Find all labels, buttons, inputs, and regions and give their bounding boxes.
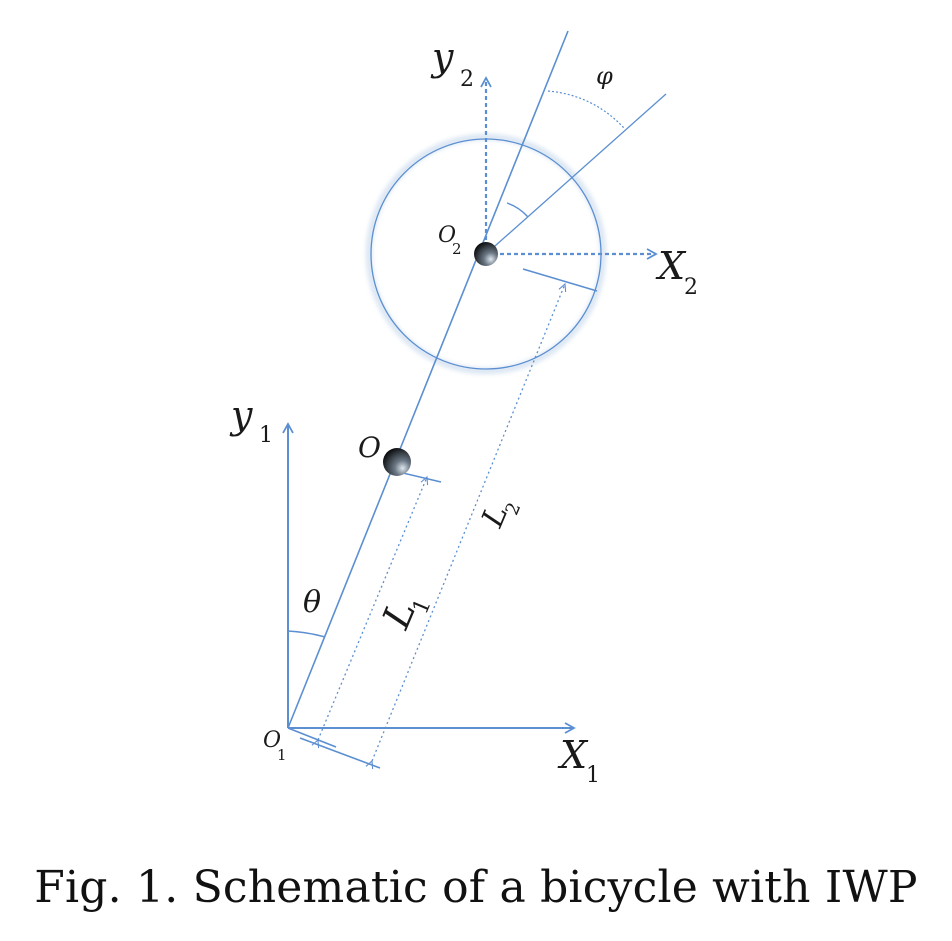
l2-tick-top [522,268,598,292]
label-o1-sub: 1 [277,746,287,764]
label-y1-sub: 1 [259,423,273,448]
label-x2: X [655,244,687,288]
center-of-mass-point [383,448,411,476]
phi-arc [547,90,625,129]
label-phi: φ [596,62,613,90]
label-o1: O [263,728,281,753]
inner-angle-arc [506,202,529,218]
l1-tick-bottom [287,727,337,748]
label-x1-sub: 1 [586,763,600,788]
label-x2-sub: 2 [684,275,698,300]
label-o2: O [438,223,456,248]
wheel-center-point [474,242,498,266]
label-y2-sub: 2 [460,67,474,92]
label-x1: X [557,733,589,777]
figure-caption: Fig. 1. Schematic of a bicycle with IWP [34,862,918,913]
label-o2-sub: 2 [452,240,462,258]
label-o: O [358,431,381,464]
wheel-reference-line [485,93,667,255]
label-y1: y [229,393,253,437]
label-y2: y [430,35,454,79]
l2-tick-bottom [299,737,381,769]
theta-arc [287,630,326,638]
l2-dimension-line [372,284,565,761]
label-theta: θ [303,585,321,620]
